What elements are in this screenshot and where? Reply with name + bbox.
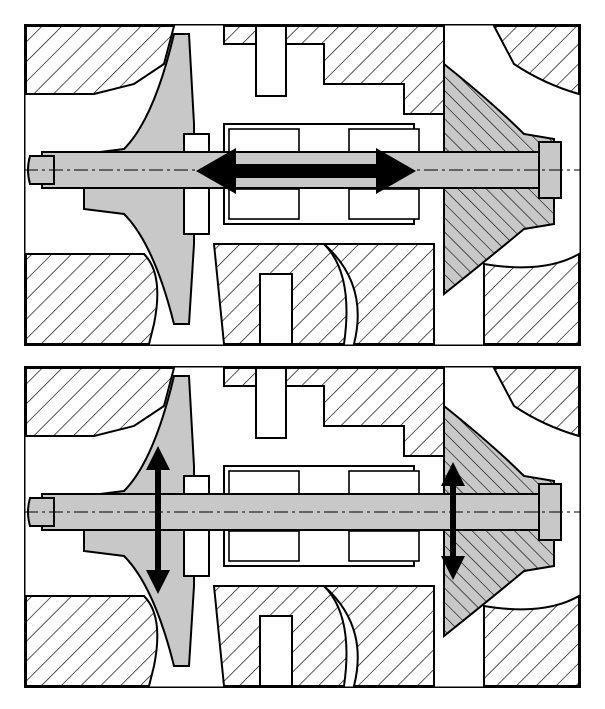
compressor-housing-upper (25, 25, 176, 95)
compressor-housing-upper (25, 367, 176, 437)
oil-inlet (255, 367, 287, 439)
bearing-housing-lower-right (321, 243, 435, 345)
shaft-nut (27, 155, 55, 185)
radial-play-arrow-turbine (441, 462, 465, 580)
turbine-housing-lower (483, 252, 580, 345)
axial-play-panel (24, 24, 581, 346)
radial-play-panel (24, 366, 581, 688)
oil-drain (259, 615, 293, 687)
oil-drain (259, 273, 293, 345)
turbocharger-section-axial (24, 24, 581, 346)
radial-play-arrow-compressor (146, 446, 170, 594)
bearing-housing-lower-right (321, 585, 435, 687)
turbine-housing-upper (492, 367, 580, 438)
oil-inlet (255, 25, 287, 97)
compressor-housing-lower (25, 253, 159, 345)
turbine-housing-upper (492, 25, 580, 96)
compressor-housing-lower (25, 595, 159, 687)
turbine-housing-lower (483, 594, 580, 687)
turbocharger-section-radial (24, 366, 581, 688)
shaft-nut (27, 497, 55, 527)
axial-play-arrow (196, 148, 416, 194)
